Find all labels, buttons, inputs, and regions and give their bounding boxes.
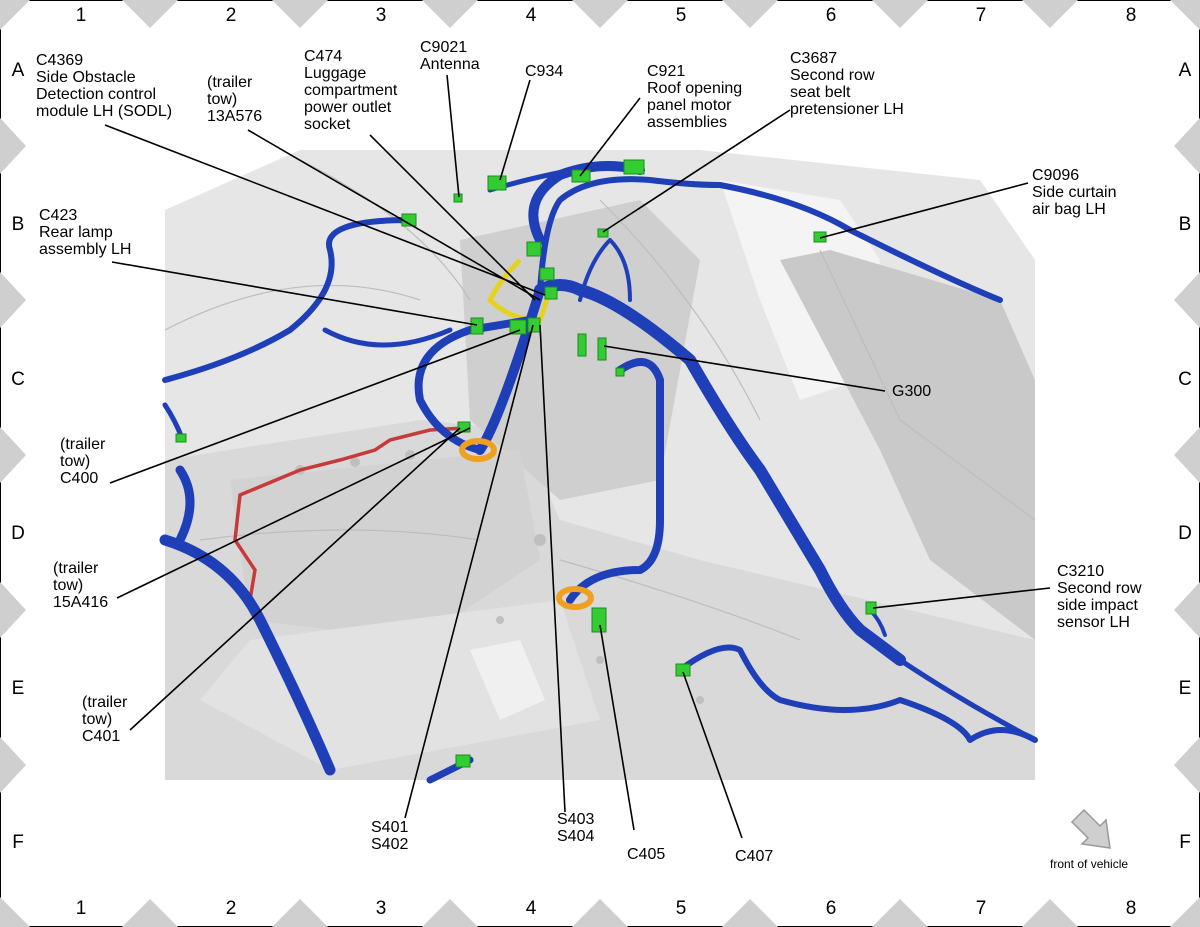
front-of-vehicle-arrow-icon bbox=[1070, 808, 1111, 849]
grid-col-6: 6 bbox=[825, 898, 837, 919]
border-diamond bbox=[572, 899, 628, 927]
callout-c474: C474 Luggage compartment power outlet so… bbox=[304, 48, 398, 133]
border-diamond bbox=[272, 899, 328, 927]
connectors bbox=[175, 159, 877, 768]
border-diamond bbox=[0, 118, 26, 174]
grid-col-3: 3 bbox=[375, 898, 387, 919]
c407-connector bbox=[675, 663, 691, 677]
c4369-connector bbox=[544, 286, 558, 300]
c400-connector bbox=[509, 319, 527, 335]
border-diamond bbox=[572, 0, 628, 28]
callout-c4369: C4369 Side Obstacle Detection control mo… bbox=[36, 52, 173, 120]
grid-col-3: 3 bbox=[375, 5, 387, 26]
border-diamond bbox=[422, 0, 478, 28]
grid-col-8: 8 bbox=[1125, 5, 1137, 26]
c934-connector bbox=[487, 175, 507, 191]
grid-row-c: C bbox=[1178, 369, 1192, 390]
c921-connector-b bbox=[623, 159, 645, 175]
grid-row-e: E bbox=[1178, 678, 1192, 699]
border-diamond bbox=[872, 899, 928, 927]
grid-row-d: D bbox=[1178, 523, 1192, 544]
grid-col-7: 7 bbox=[975, 5, 987, 26]
grid-col-4: 4 bbox=[525, 5, 537, 26]
callout-c3210: C3210 Second row side impact sensor LH bbox=[1057, 563, 1142, 631]
border-diamond bbox=[422, 899, 478, 927]
border-diamond bbox=[0, 427, 26, 483]
grid-row-d: D bbox=[11, 523, 25, 544]
grid-row-c: C bbox=[11, 369, 25, 390]
callout-c934: C934 bbox=[525, 63, 564, 80]
grid-row-a: A bbox=[11, 60, 25, 81]
grommets bbox=[459, 438, 594, 610]
grid-col-4: 4 bbox=[525, 898, 537, 919]
border-diamond bbox=[1174, 582, 1200, 638]
callout-c9021: C9021 Antenna bbox=[420, 39, 480, 73]
border-diamond bbox=[0, 737, 26, 793]
callout-c401: (trailer tow) C401 bbox=[82, 694, 128, 745]
c405-connector bbox=[591, 607, 607, 633]
callout-c921: C921 Roof opening panel motor assemblies bbox=[647, 63, 743, 131]
callout-s403-s404: S403 S404 bbox=[557, 811, 595, 845]
callout-c405: C405 bbox=[627, 846, 666, 863]
grid-col-5: 5 bbox=[675, 5, 687, 26]
callout-trailer-tow-13a576: (trailer tow) 13A576 bbox=[207, 74, 263, 125]
callout-c407: C407 bbox=[735, 848, 774, 865]
callout-c400: (trailer tow) C400 bbox=[60, 436, 106, 487]
g300-terminal bbox=[597, 337, 607, 361]
border-diamond bbox=[1174, 272, 1200, 328]
grid-col-1: 1 bbox=[75, 898, 87, 919]
grid-col-7: 7 bbox=[975, 898, 987, 919]
grid-row-e: E bbox=[11, 678, 25, 699]
grid-row-b: B bbox=[1178, 214, 1192, 235]
callout-c3687: C3687 Second row seat belt pretensioner … bbox=[790, 50, 904, 118]
c3687-connector bbox=[597, 228, 609, 238]
callout-g300: G300 bbox=[892, 383, 932, 400]
border-diamond bbox=[722, 899, 778, 927]
grid-col-6: 6 bbox=[825, 5, 837, 26]
c401-connector bbox=[457, 421, 471, 433]
border-diamond bbox=[1174, 118, 1200, 174]
callout-s401-s402: S401 S402 bbox=[371, 819, 409, 853]
border-diamond bbox=[722, 0, 778, 28]
grid-row-b: B bbox=[11, 214, 25, 235]
border-diamond bbox=[1174, 427, 1200, 483]
grid-col-2: 2 bbox=[225, 5, 237, 26]
vehicle-body bbox=[164, 150, 1036, 780]
callout-c9096: C9096 Side curtain air bag LH bbox=[1032, 167, 1117, 218]
grid-col-8: 8 bbox=[1125, 898, 1137, 919]
border-diamond bbox=[872, 0, 928, 28]
grid-col-5: 5 bbox=[675, 898, 687, 919]
trailer-tow-wire bbox=[233, 426, 466, 601]
grid-row-a: A bbox=[1178, 60, 1192, 81]
border-diamond bbox=[272, 0, 328, 28]
border-diamond bbox=[0, 582, 26, 638]
callout-c423: C423 Rear lamp assembly LH bbox=[39, 207, 132, 258]
border-diamond bbox=[122, 0, 178, 28]
grid-col-1: 1 bbox=[75, 5, 87, 26]
border-diamond bbox=[1022, 899, 1078, 927]
border-diamond bbox=[1022, 0, 1078, 28]
front-of-vehicle-label: front of vehicle bbox=[1050, 857, 1129, 871]
callout-trailer-tow-15a416: (trailer tow) 15A416 bbox=[53, 560, 109, 611]
leader-lines bbox=[104, 74, 1051, 839]
border-diamond bbox=[0, 272, 26, 328]
c423-connector bbox=[470, 317, 484, 335]
border-diamond bbox=[1174, 737, 1200, 793]
grid-col-2: 2 bbox=[225, 898, 237, 919]
border-diamond bbox=[122, 899, 178, 927]
grid-row-f: F bbox=[12, 832, 24, 853]
grid-row-f: F bbox=[1179, 832, 1191, 853]
